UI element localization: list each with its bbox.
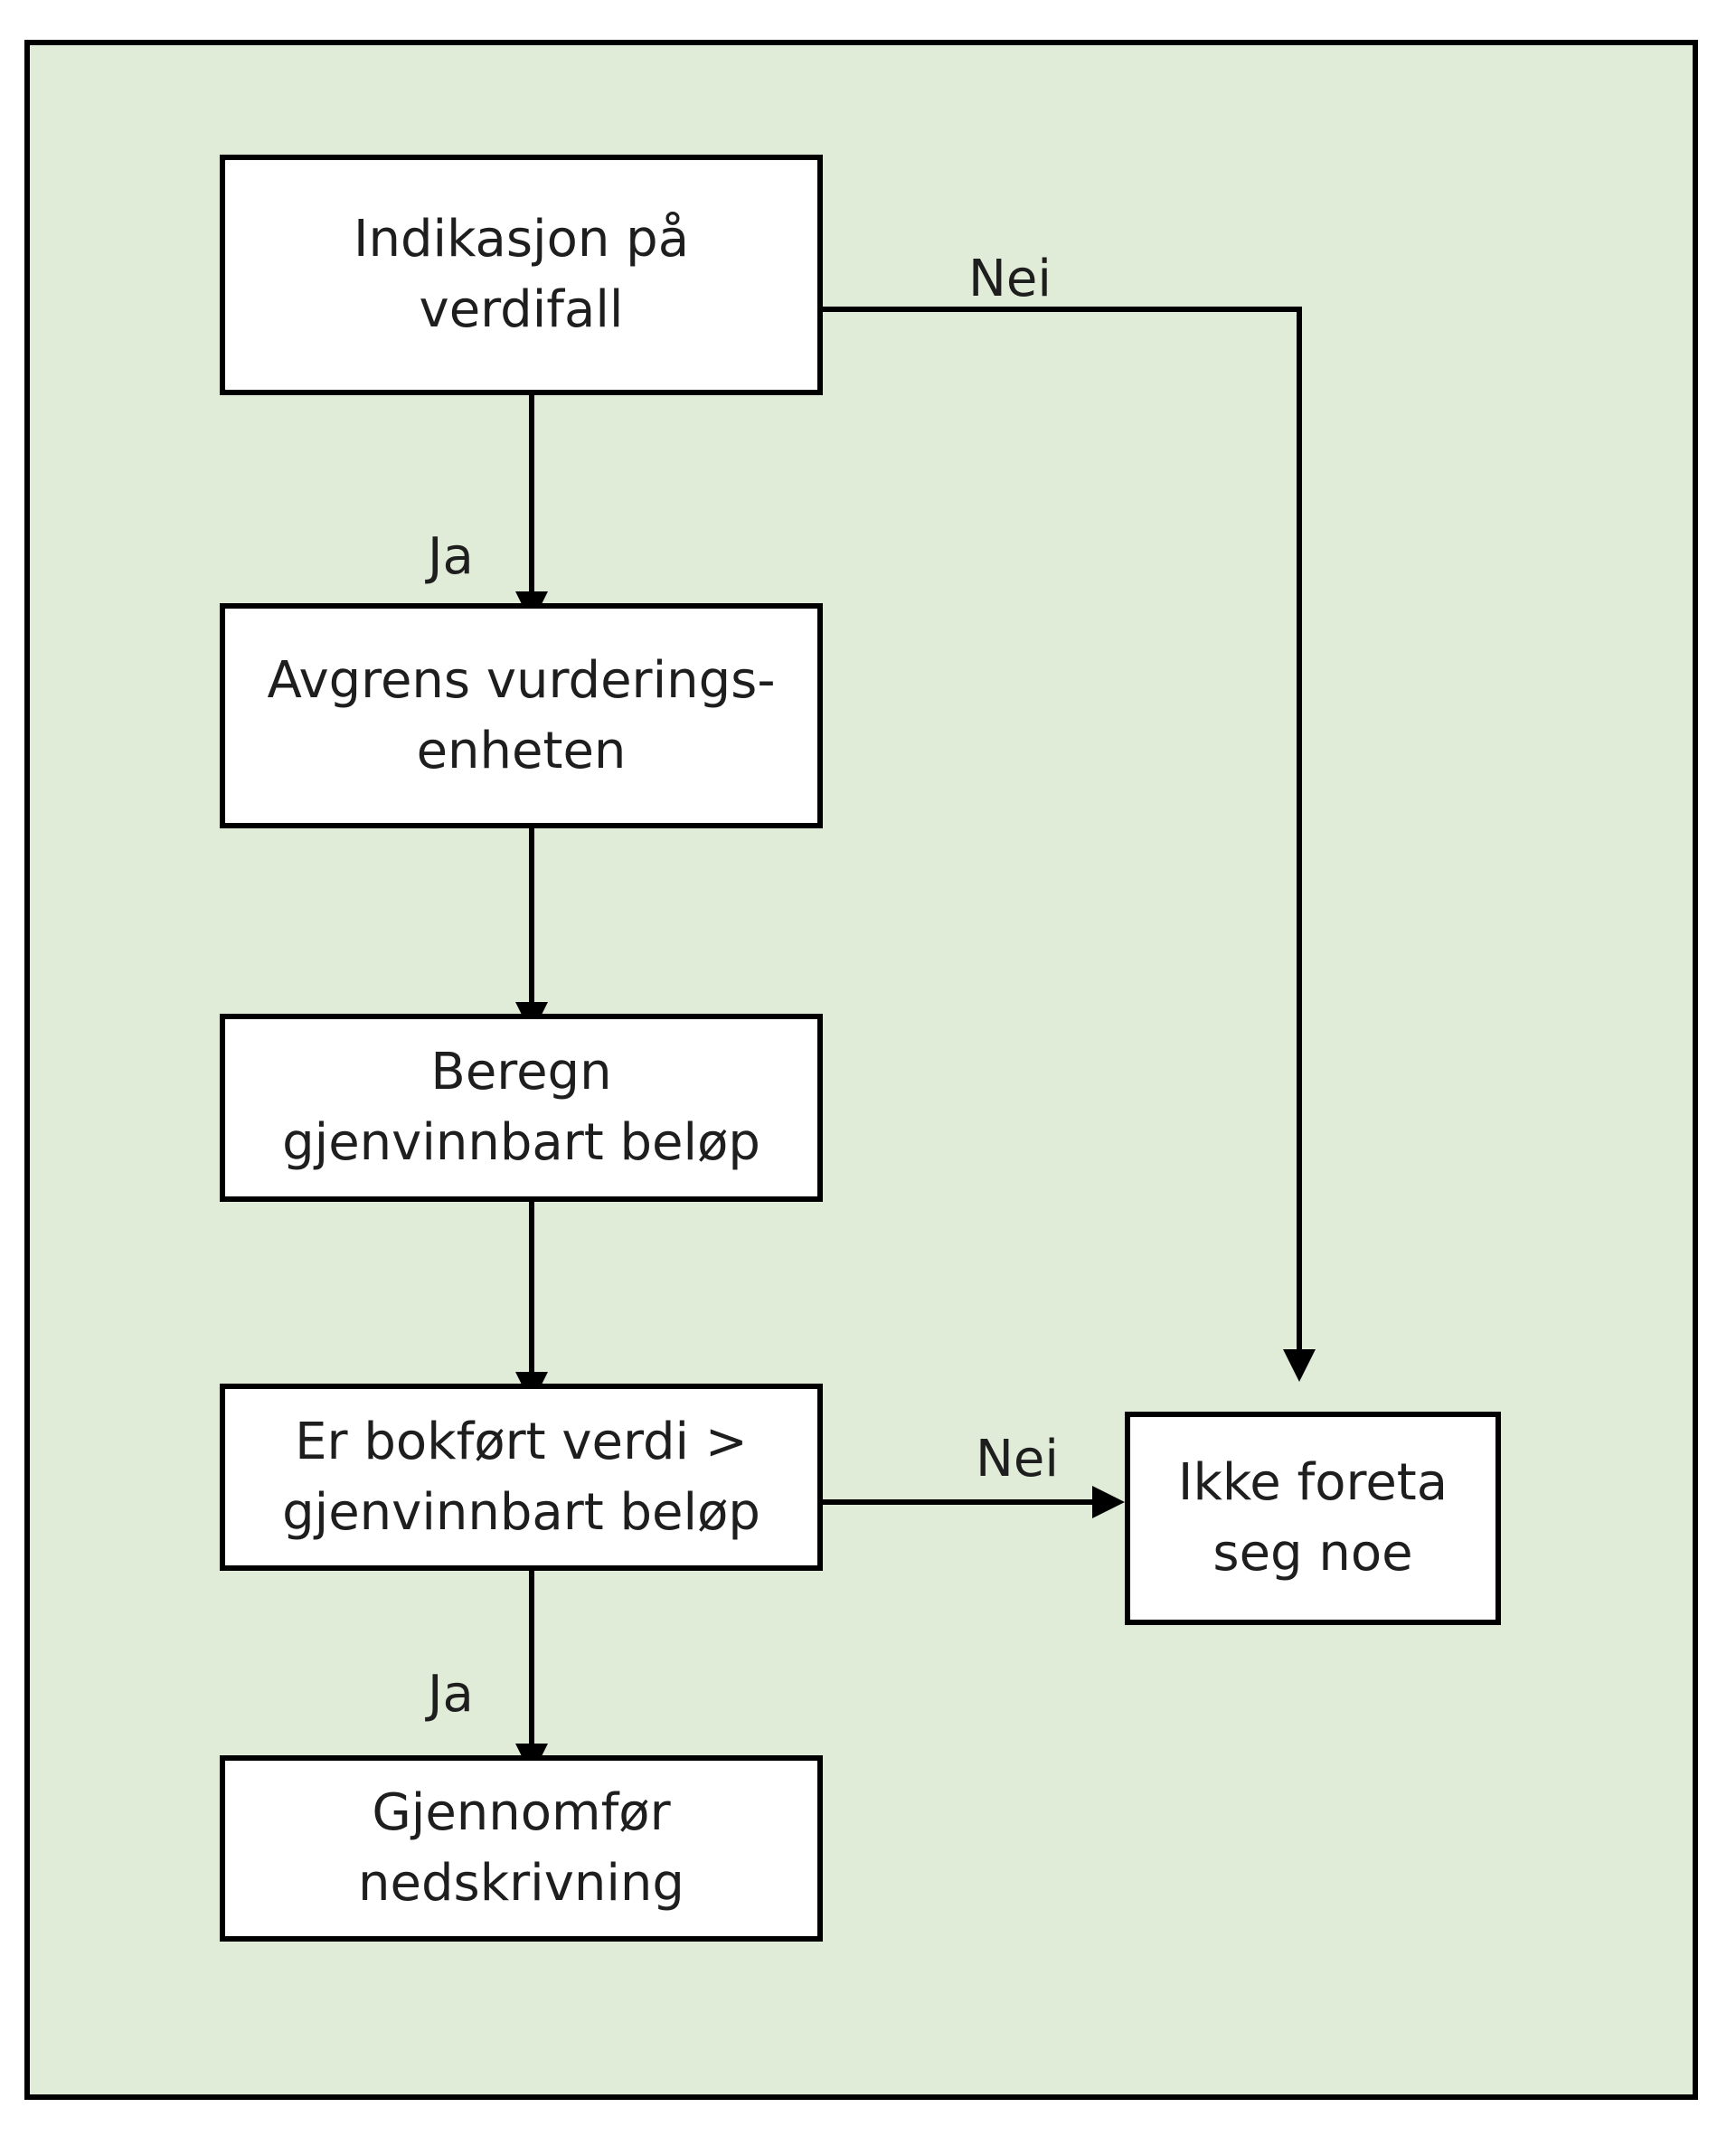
node-label: Beregn gjenvinnbart beløp xyxy=(282,1043,760,1172)
node-sammenlign: Er bokført verdi > gjenvinnbart beløp xyxy=(220,1384,823,1571)
node-label: Avgrens vurderings- enheten xyxy=(267,650,776,780)
node-beregn: Beregn gjenvinnbart beløp xyxy=(220,1014,823,1202)
node-label: Indikasjon på verdifall xyxy=(353,210,690,339)
node-label: Er bokført verdi > gjenvinnbart beløp xyxy=(282,1412,760,1542)
node-indikasjon: Indikasjon på verdifall xyxy=(220,155,823,395)
edge-label-ja: Ja xyxy=(428,1665,474,1724)
node-ingenting: Ikke foreta seg noe xyxy=(1125,1412,1501,1625)
edge-label-ja: Ja xyxy=(428,527,474,586)
arrowhead-down xyxy=(1283,1349,1316,1382)
node-label: Gjennomfør nedskrivning xyxy=(358,1783,684,1913)
edge-label-nei: Nei xyxy=(968,250,1052,308)
node-avgrens: Avgrens vurderings- enheten xyxy=(220,603,823,828)
node-label: Ikke foreta seg noe xyxy=(1177,1453,1448,1583)
edge-label-nei: Nei xyxy=(976,1430,1059,1489)
node-nedskrivning: Gjennomfør nedskrivning xyxy=(220,1755,823,1942)
arrowhead-right xyxy=(1092,1486,1125,1518)
connector-indikasjon-ingenting xyxy=(823,307,1302,1349)
diagram-frame: Indikasjon på verdifall Avgrens vurderin… xyxy=(24,40,1698,2100)
